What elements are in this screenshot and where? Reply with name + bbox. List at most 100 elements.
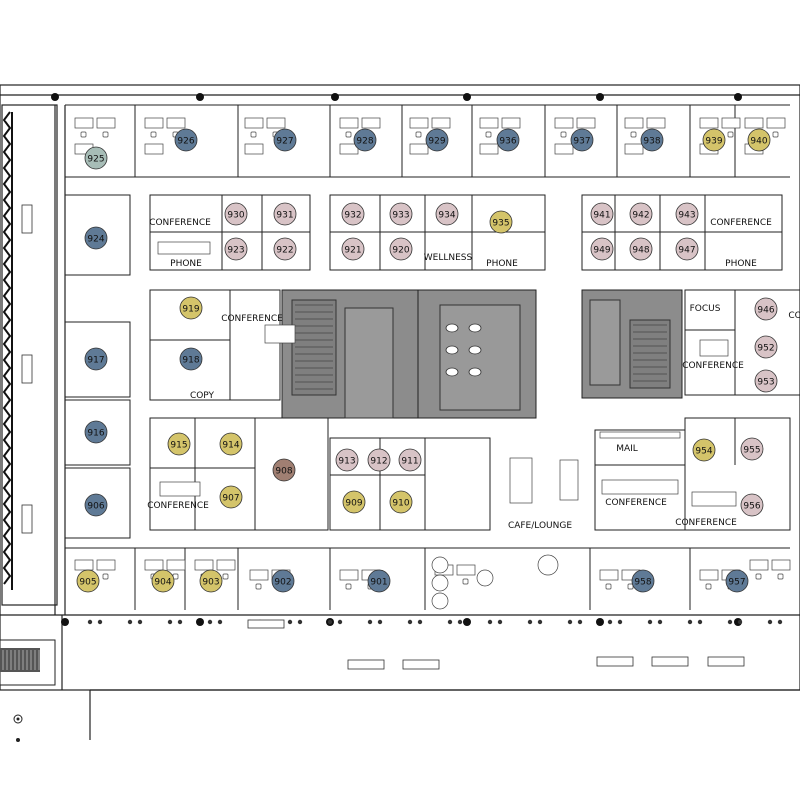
room-marker-940: 940 [747,128,771,152]
room-marker-947: 947 [675,237,699,261]
room-marker-917: 917 [84,347,108,371]
west-windows [21,204,33,534]
room-marker-913: 913 [335,448,359,472]
building-core [281,289,683,419]
room-marker-912: 912 [367,448,391,472]
label-cafe-lounge: CAFE/LOUNGE [508,521,572,531]
room-number: 943 [678,211,695,221]
room-number: 936 [499,137,516,147]
room-marker-957: 957 [725,569,749,593]
room-number: 925 [87,155,104,165]
room-number: 910 [392,499,409,509]
room-number: 904 [154,578,171,588]
furniture [74,117,791,610]
room-number: 905 [79,578,96,588]
room-marker-910: 910 [389,490,413,514]
label-conference-se: CONFERENCE [605,498,667,508]
room-number: 954 [695,447,712,457]
label-copy: COPY [190,391,215,401]
label-mail: MAIL [616,444,638,454]
room-marker-952: 952 [754,335,778,359]
room-marker-927: 927 [273,128,297,152]
room-number: 901 [370,578,387,588]
room-marker-933: 933 [389,202,413,226]
room-marker-955: 955 [740,437,764,461]
label-phone-3: PHONE [725,259,757,269]
room-marker-907: 907 [219,485,243,509]
room-marker-942: 942 [629,202,653,226]
room-marker-943: 943 [675,202,699,226]
room-marker-905: 905 [76,569,100,593]
room-number: 952 [757,344,774,354]
label-conference-nw: CONFERENCE [149,218,211,228]
room-number: 911 [401,457,418,467]
label-focus: FOCUS [690,304,721,314]
room-number: 933 [392,211,409,221]
room-number: 923 [227,246,244,256]
room-marker-911: 911 [398,448,422,472]
room-number: 931 [276,211,293,221]
room-marker-901: 901 [367,569,391,593]
room-marker-929: 929 [425,128,449,152]
label-conference-east: CONFERENCE [682,361,744,371]
room-number: 930 [227,211,244,221]
room-number: 926 [177,137,194,147]
room-number: 955 [743,446,760,456]
room-marker-914: 914 [219,432,243,456]
room-marker-930: 930 [224,202,248,226]
room-marker-920: 920 [389,237,413,261]
room-number: 902 [274,578,291,588]
room-marker-936: 936 [496,128,520,152]
room-number: 921 [344,246,361,256]
room-number: 908 [275,467,292,477]
room-marker-926: 926 [174,128,198,152]
room-marker-932: 932 [341,202,365,226]
structural-columns [51,93,783,626]
room-number: 934 [438,211,455,221]
room-marker-921: 921 [341,237,365,261]
label-phone-1: PHONE [170,259,202,269]
room-number: 938 [643,137,660,147]
room-marker-956: 956 [740,493,764,517]
room-marker-938: 938 [640,128,664,152]
room-number: 949 [593,246,610,256]
room-number: 929 [428,137,445,147]
room-number: 947 [678,246,695,256]
room-number: 927 [276,137,293,147]
room-number: 941 [593,211,610,221]
room-number: 958 [634,578,651,588]
room-number: 909 [345,499,362,509]
room-number: 906 [87,502,104,512]
room-marker-925: 925 [84,146,108,170]
room-marker-941: 941 [590,202,614,226]
room-number: 919 [182,305,199,315]
exterior-slots [247,619,745,670]
room-marker-935: 935 [489,210,513,234]
room-number: 948 [632,246,649,256]
room-number: 953 [757,378,774,388]
room-marker-948: 948 [629,237,653,261]
room-number: 935 [492,219,509,229]
label-conference-ne: CONFERENCE [710,218,772,228]
room-number: 940 [750,137,767,147]
room-marker-906: 906 [84,493,108,517]
room-number: 922 [276,246,293,256]
west-facade [2,111,13,590]
room-marker-958: 958 [631,569,655,593]
room-number: 913 [338,457,355,467]
room-marker-937: 937 [570,128,594,152]
room-number: 939 [705,137,722,147]
room-marker-915: 915 [167,432,191,456]
room-number: 937 [573,137,590,147]
label-phone-2: PHONE [486,259,518,269]
label-conference-west: CONFERENCE [221,314,283,324]
room-number: 916 [87,429,104,439]
room-marker-934: 934 [435,202,459,226]
interior-walls [64,104,800,610]
room-number: 914 [222,441,239,451]
room-marker-919: 919 [179,296,203,320]
room-number: 918 [182,356,199,366]
room-marker-939: 939 [702,128,726,152]
room-marker-922: 922 [273,237,297,261]
